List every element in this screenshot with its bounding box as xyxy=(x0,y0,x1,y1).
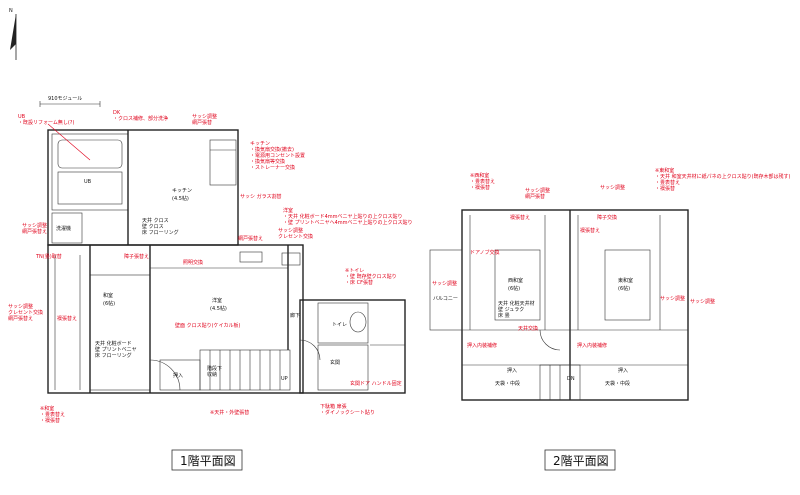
note-toilet: ※トイレ・壁 既存壁クロス貼り・床 CF張替 xyxy=(345,268,397,286)
note-cross: 壁面 クロス貼り(ケイカル板) xyxy=(175,322,240,329)
higashi-size: (6帖) xyxy=(618,285,630,292)
dn-label-2f: DN xyxy=(567,376,575,382)
note-sash-2f-c: サッシ調整 xyxy=(660,295,685,302)
note-fusuma-1f: 襖張替え xyxy=(57,315,77,322)
note-nishi: ※西和室・畳表替え・襖張替 xyxy=(470,172,495,191)
note-sash-left: サッシ調整網戸張替え xyxy=(22,222,47,235)
floor1-plan xyxy=(47,129,406,394)
note-shokai: 照明交換 xyxy=(183,259,203,266)
note-yoshitsu: 洋室・天井 化粧ボード4mmベニヤ上貼りの上クロス貼り・壁 プリントベニヤへ4m… xyxy=(283,207,413,226)
note-shoji-2f: 障子交換 xyxy=(597,214,617,221)
nishi-spec: 天井 化粧天井材壁 ジュラク床 畳 xyxy=(498,300,535,319)
note-fusuma-2f-right: 襖張替え xyxy=(580,227,600,234)
toilet-label: トイレ xyxy=(332,322,347,328)
rouka-label: 廊下 xyxy=(290,312,300,319)
tenbukuro-b-label: 天袋・中段 xyxy=(605,380,630,387)
note-genkan-door: 玄関ドア ハンドル固定 xyxy=(350,380,402,387)
note-amido: 網戸張替え xyxy=(238,235,263,242)
toilet-room xyxy=(317,302,369,344)
up-label-1f: UP xyxy=(281,376,288,382)
note-washitsu-bottom: ※和室・畳表替え・襖張替 xyxy=(40,405,65,424)
laundry-label: 洗濯機 xyxy=(56,225,71,232)
yoshitsu-size: (4.5帖) xyxy=(210,305,227,312)
nishi-washitsu xyxy=(494,249,541,321)
note-dk: DK・クロス補修、部分洗浄 xyxy=(113,110,168,122)
note-tenjo-2f: 天井交換 xyxy=(518,325,538,332)
note-sash-glass: サッシ ガラス割替 xyxy=(240,193,282,200)
higashi-label: 東和室 xyxy=(618,277,633,284)
note-sash-2f-left: サッシ調整網戸張替 xyxy=(525,187,550,200)
oshiire-2f-b-label: 押入 xyxy=(618,367,628,374)
higashi-washitsu xyxy=(604,249,651,321)
note-shoji-1f: 障子張替え xyxy=(124,253,149,260)
kitchen-size: (4.5帖) xyxy=(172,195,189,202)
genkan-label: 玄関 xyxy=(330,359,340,366)
note-sash-2f-right: サッシ調整 xyxy=(690,298,715,305)
oshiire-2f-a-label: 押入 xyxy=(507,367,517,374)
floor-titles: 1階平面図 2階平面図 xyxy=(171,449,616,471)
module-dimension: 910モジュール xyxy=(39,96,101,107)
balcony xyxy=(429,249,463,331)
note-sash-crescent2: サッシ調整クレセント交換 xyxy=(278,227,313,240)
yoshitsu-label: 洋室 xyxy=(212,297,222,304)
north-label: N xyxy=(9,8,13,14)
washitsu-1f-label: 和室 xyxy=(103,292,113,299)
module-label: 910モジュール xyxy=(48,96,82,102)
floor2-title: 2階平面図 xyxy=(553,453,609,468)
nishi-label: 西和室 xyxy=(508,277,523,284)
note-fusuma-2f: 襖張替え xyxy=(510,214,530,221)
floor1-room-labels: UB キッチン (4.5帖) 洗濯機 和室 (6帖) 洋室 (4.5帖) 廊下 … xyxy=(56,179,347,382)
note-sash-2f-balc: サッシ調整 xyxy=(432,280,457,287)
note-higashi: ※東和室・天井 和室天井材に紙パネの上クロス貼り(既存木部は残す)・畳表替え・襖… xyxy=(655,167,791,192)
note-sash-2f-mid: サッシ調整 xyxy=(600,184,625,191)
balcony-label: バルコニー xyxy=(433,296,458,302)
floor1-title: 1階平面図 xyxy=(180,453,236,468)
kaidan-shuno-label: 階段下収納 xyxy=(207,365,222,378)
tenbukuro-a-label: 天袋・中段 xyxy=(495,380,520,387)
note-kitchen-list: キッチン・換気扇交換(撤去)・電源用コンセント設置・換気扇等交換・ストレーナー交… xyxy=(250,141,305,171)
note-tatami: TN(畳)取替 xyxy=(35,253,62,260)
kitchen-label: キッチン xyxy=(172,188,192,194)
floor2-plan xyxy=(429,209,689,401)
floor2-room-labels: バルコニー 西和室 (6帖) 東和室 (6帖) 天井 化粧天井材壁 ジュラク床 … xyxy=(433,277,633,387)
note-oshiire-2f-2: 押入内装補修 xyxy=(577,342,607,349)
kitchen-spec: 天井 クロス壁 クロス床 フローリング xyxy=(142,217,179,236)
note-genkan-floor: 下駄箱 扉張・ダイノックシート貼り xyxy=(320,403,375,416)
note-oshiire-2f: 押入内装補修 xyxy=(467,342,497,349)
note-bottom-center: ※天井・外壁張替 xyxy=(210,409,249,416)
nishi-size: (6帖) xyxy=(508,285,520,292)
washitsu-spec: 天井 化粧ボード壁 プリントベニヤ床 フローリング xyxy=(95,340,137,359)
washitsu-1f-size: (6帖) xyxy=(103,300,115,307)
laundry-area xyxy=(51,212,83,244)
note-door-knob: ドアノブ交換 xyxy=(470,249,500,256)
genkan xyxy=(317,344,369,391)
renovation-notes: UB・既設リフォーム無し(?) DK・クロス補修、部分洗浄 サッシ調整網戸張替 … xyxy=(8,110,791,424)
ub-label: UB xyxy=(84,179,92,185)
note-ub: UB・既設リフォーム無し(?) xyxy=(18,114,74,126)
note-sash-crescent: サッシ調整クレセント交換網戸張替え xyxy=(8,303,43,322)
north-arrow-icon: N xyxy=(9,8,17,60)
note-sash-top: サッシ調整網戸張替 xyxy=(192,113,217,126)
oshiire-1f-label: 押入 xyxy=(173,372,183,379)
washitsu-1f xyxy=(89,274,151,391)
